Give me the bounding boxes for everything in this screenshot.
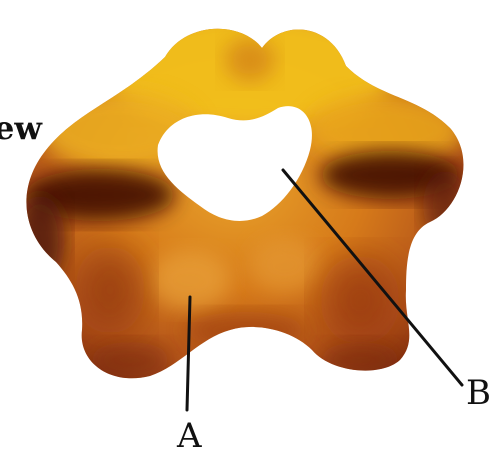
vertebra-body — [15, 10, 467, 378]
label-a: A — [177, 419, 202, 453]
label-b: B — [466, 376, 491, 410]
caption-fragment: ew — [0, 112, 42, 144]
